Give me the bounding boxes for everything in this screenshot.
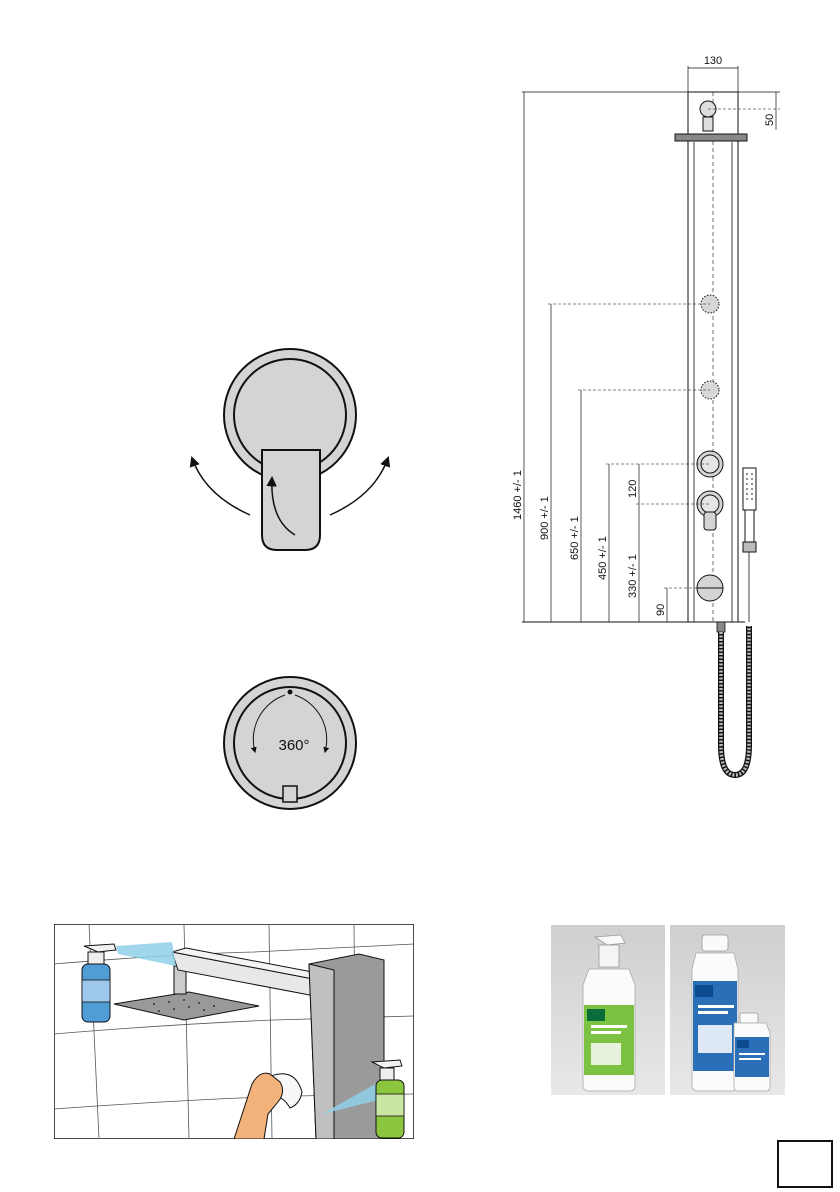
dim-120-label: 120 (627, 480, 639, 498)
mixer-control-lever (704, 512, 716, 530)
rotate-right-arrow-icon (330, 458, 388, 515)
dim-330-label: 330 +/- 1 (627, 554, 639, 598)
hand-shower-holder (743, 542, 756, 552)
knob-notch (283, 786, 297, 802)
spray-bottle-photo (551, 925, 665, 1095)
product-photo-bottles (670, 925, 785, 1095)
mixer-lever (262, 450, 320, 550)
shower-hose (721, 626, 749, 775)
arm-mount (703, 117, 713, 131)
rotation-label: 360° (278, 737, 309, 754)
limescale-bottles-photo (670, 925, 785, 1095)
shower-hose-inner (721, 626, 749, 775)
hand-shower-handle (745, 510, 754, 542)
hose-connector (717, 622, 725, 632)
dim-450-label: 450 +/- 1 (597, 536, 609, 580)
lever-mixer-illustration (170, 330, 420, 570)
hand-shower-head (743, 468, 756, 510)
shower-panel-drawing: 130 50 1460 +/- 1 900 +/- 1 650 +/- 1 45… (500, 50, 840, 785)
dim-650-label: 650 +/- 1 (569, 516, 581, 560)
cleaning-illustration (54, 924, 414, 1139)
page-number-box (777, 1140, 833, 1188)
knob-marker (288, 690, 293, 695)
dim-50-label: 50 (764, 114, 776, 126)
rotate-left-arrow-icon (192, 458, 250, 515)
dim-130-label: 130 (704, 55, 722, 67)
dim-1460-label: 1460 +/- 1 (512, 470, 524, 520)
arm-bracket (675, 134, 747, 141)
thermostat-knob-illustration: 360° (215, 668, 365, 818)
product-photo-spray (551, 925, 665, 1095)
dim-90-label: 90 (655, 604, 667, 616)
dim-900-label: 900 +/- 1 (539, 496, 551, 540)
